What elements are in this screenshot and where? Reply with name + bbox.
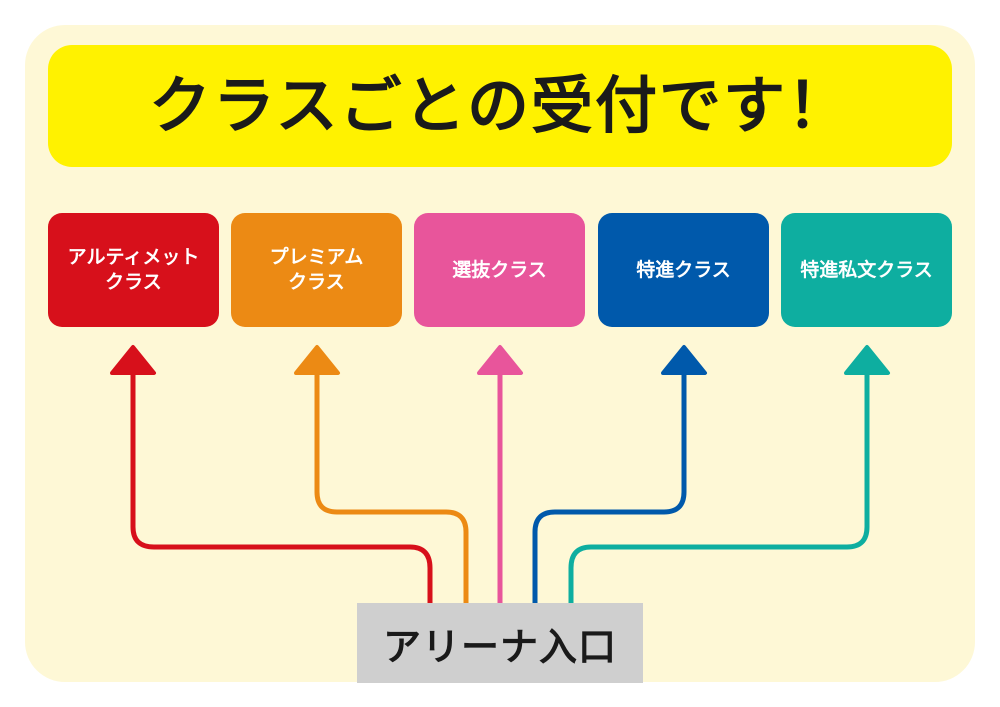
arrowhead-icon (661, 345, 707, 375)
route-line-tokushin (532, 372, 687, 610)
route-line-ultimate (130, 372, 433, 610)
class-box-tokushin-shibun: 特進私文クラス (781, 213, 952, 327)
route-line-tokushin-shibun (568, 372, 870, 610)
class-box-premium: プレミアム クラス (231, 213, 402, 327)
arrowhead-icon (477, 345, 523, 375)
arrowhead-icon (844, 345, 890, 375)
arena-entrance-box: アリーナ入口 (357, 603, 643, 683)
class-label: 選抜クラス (452, 258, 547, 281)
class-box-tokushin: 特進クラス (598, 213, 769, 327)
route-line-premium (314, 372, 469, 610)
class-label: 特進私文クラス (800, 258, 933, 281)
title-banner: クラスごとの受付です！ (48, 45, 952, 167)
page-title: クラスごとの受付です！ (148, 69, 852, 142)
class-label: プレミアム クラス (269, 246, 364, 293)
entrance-label: アリーナ入口 (382, 624, 617, 669)
class-label: 特進クラス (636, 258, 731, 281)
class-box-selection: 選抜クラス (414, 213, 585, 327)
arrowhead-icon (294, 345, 340, 375)
arrowhead-icon (110, 345, 156, 375)
class-label: アルティメット クラス (67, 246, 200, 293)
class-box-ultimate: アルティメット クラス (48, 213, 219, 327)
